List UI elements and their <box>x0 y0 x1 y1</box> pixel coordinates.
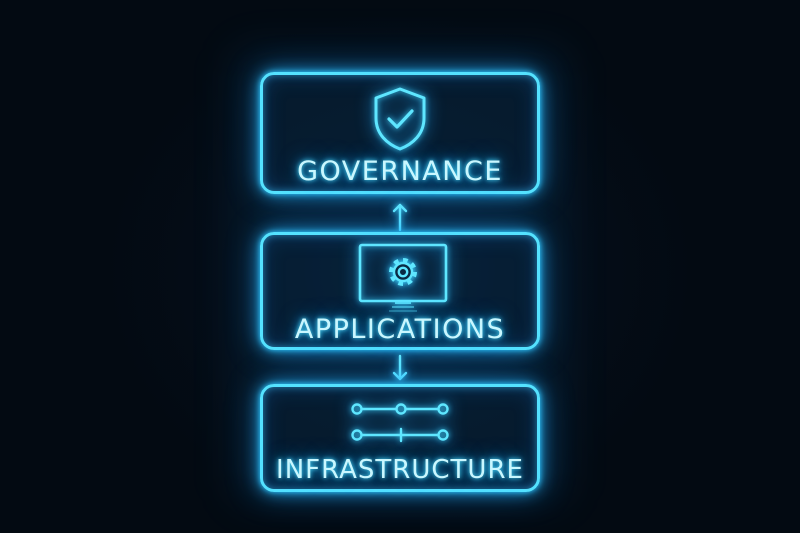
infrastructure-card: INFRASTRUCTURE <box>260 384 540 492</box>
arrow-up-connector <box>392 203 408 232</box>
infrastructure-label: INFRASTRUCTURE <box>276 455 524 485</box>
applications-card: APPLICATIONS <box>260 232 540 350</box>
arrow-down-connector <box>392 354 408 381</box>
monitor-gear-icon <box>358 243 448 312</box>
shield-check-icon <box>374 87 426 151</box>
applications-label: APPLICATIONS <box>294 314 506 345</box>
circuit-nodes-icon <box>351 403 449 443</box>
governance-label: GOVERNANCE <box>297 156 503 187</box>
governance-card: GOVERNANCE <box>260 72 540 194</box>
